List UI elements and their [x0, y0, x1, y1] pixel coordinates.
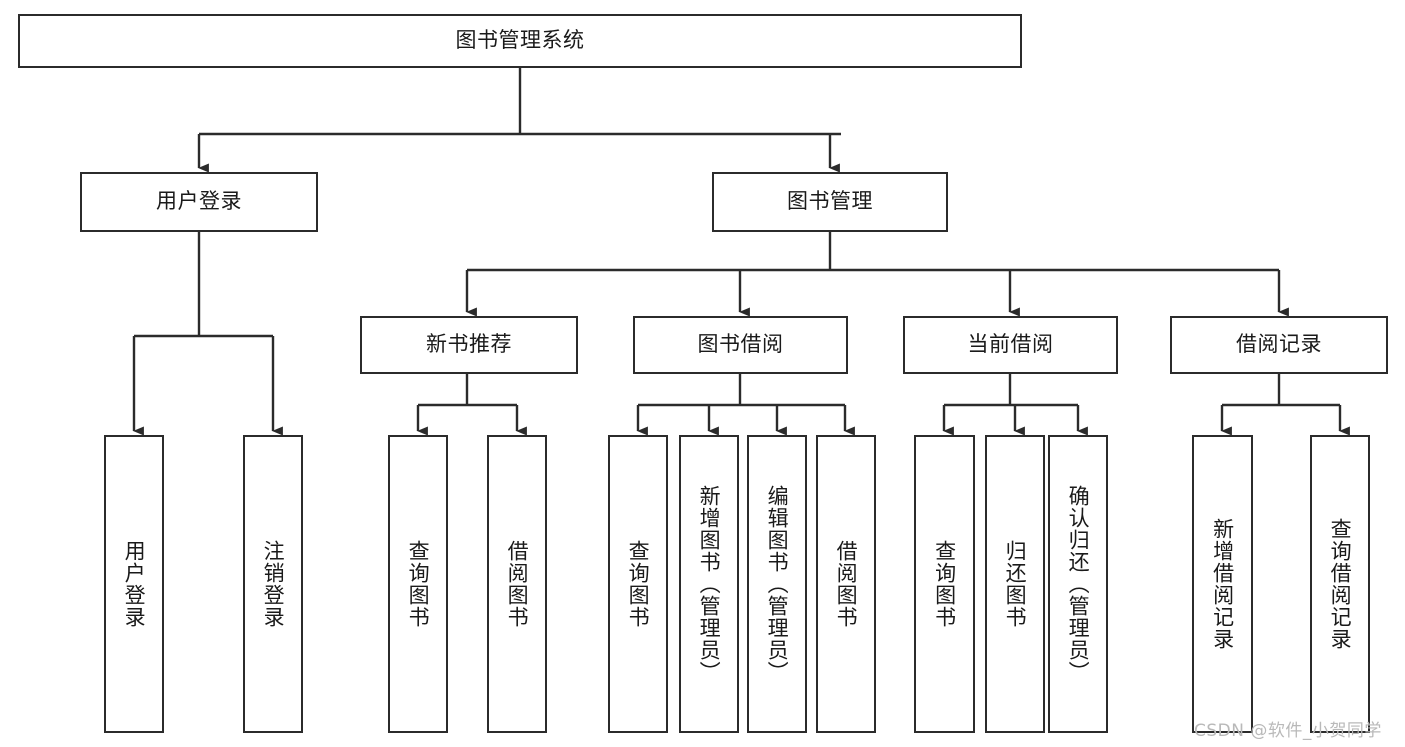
node-leaf-add-record[interactable]: 新增借阅记录	[1192, 435, 1253, 733]
node-leaf-return-book[interactable]: 归还图书	[985, 435, 1045, 733]
leaf-label: 注销登录	[261, 540, 286, 628]
node-current-borrow[interactable]: 当前借阅	[903, 316, 1118, 374]
leaf-label: 查询图书	[626, 540, 651, 628]
watermark-text: CSDN @软件_小贺同学	[1194, 721, 1382, 741]
leaf-label: 查询借阅记录	[1328, 518, 1353, 650]
node-leaf-edit-book[interactable]: 编辑图书（管理员）	[747, 435, 807, 733]
node-user-login[interactable]: 用户登录	[80, 172, 318, 232]
node-borrow-record[interactable]: 借阅记录	[1170, 316, 1388, 374]
leaf-label: 新增图书（管理员）	[697, 485, 722, 683]
node-book-manage[interactable]: 图书管理	[712, 172, 948, 232]
leaf-label: 归还图书	[1003, 540, 1028, 628]
leaf-label: 新增借阅记录	[1210, 518, 1235, 650]
leaf-label: 编辑图书（管理员）	[765, 485, 790, 683]
node-leaf-query-record[interactable]: 查询借阅记录	[1310, 435, 1370, 733]
leaf-label: 查询图书	[406, 540, 431, 628]
node-leaf-confirm-return[interactable]: 确认归还（管理员）	[1048, 435, 1108, 733]
node-leaf-user-login[interactable]: 用户登录	[104, 435, 164, 733]
node-leaf-query-book-3[interactable]: 查询图书	[914, 435, 975, 733]
node-new-book-recommend[interactable]: 新书推荐	[360, 316, 578, 374]
leaf-label: 查询图书	[932, 540, 957, 628]
node-leaf-logout-login[interactable]: 注销登录	[243, 435, 303, 733]
node-leaf-query-book-2[interactable]: 查询图书	[608, 435, 668, 733]
leaf-label: 借阅图书	[505, 540, 530, 628]
node-root[interactable]: 图书管理系统	[18, 14, 1022, 68]
node-leaf-query-book-1[interactable]: 查询图书	[388, 435, 448, 733]
leaf-label: 用户登录	[122, 540, 147, 628]
node-leaf-add-book[interactable]: 新增图书（管理员）	[679, 435, 739, 733]
leaf-label: 确认归还（管理员）	[1066, 485, 1091, 683]
node-leaf-borrow-book-2[interactable]: 借阅图书	[816, 435, 876, 733]
node-leaf-borrow-book-1[interactable]: 借阅图书	[487, 435, 547, 733]
leaf-label: 借阅图书	[834, 540, 859, 628]
node-book-borrow[interactable]: 图书借阅	[633, 316, 848, 374]
